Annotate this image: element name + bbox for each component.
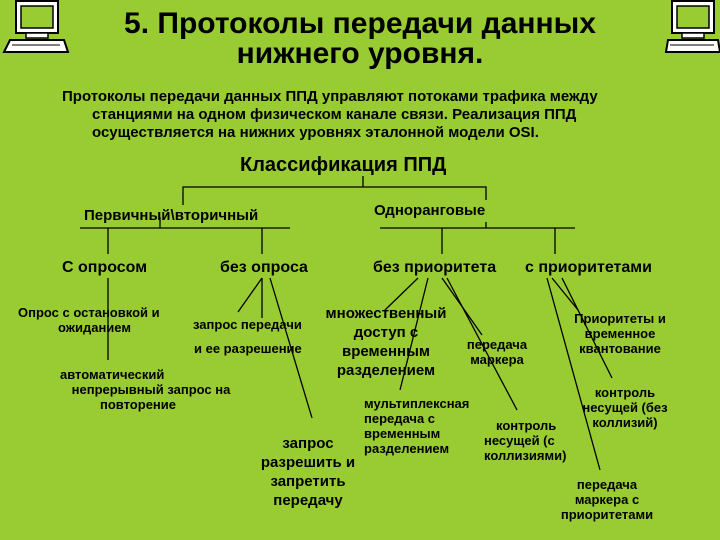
subcategory-with-priority: с приоритетами <box>525 259 652 276</box>
category-peer: Одноранговые <box>374 202 486 219</box>
leaf-tdma: множественный доступ с временным разделе… <box>325 305 447 379</box>
page-title-line1: 5. Протоколы передачи данных <box>124 7 596 40</box>
intro-paragraph: Протоколы передачи данных ППД управляют … <box>62 88 672 142</box>
computer-icon-right <box>664 0 720 53</box>
leaf-token: передача маркера <box>466 337 528 367</box>
leaf-carrier-no-collision: контроль несущей (без коллизий) <box>582 385 668 430</box>
leaf-priority-token: передача маркера с приоритетами <box>560 477 654 522</box>
leaf-transfer-request: запрос передачи <box>193 317 302 332</box>
leaf-permission: и ее разрешение <box>194 341 302 356</box>
page-title-line2: нижнего уровня. <box>236 37 484 70</box>
subcategory-no-polling: без опроса <box>220 259 308 276</box>
intro-line: станциями на одном физическом канале свя… <box>92 106 577 123</box>
computer-icon-left <box>2 0 70 53</box>
leaf-auto-repeat: автоматический непрерывный запрос на пов… <box>60 367 231 412</box>
leaf-priority-time: Приоритеты и временное квантование <box>574 311 666 356</box>
root-branch <box>182 186 487 205</box>
leaf-tdm: мультиплексная передача с временным разд… <box>364 396 470 456</box>
leaf-allow-deny: запрос разрешить и запретить передачу <box>260 435 356 509</box>
classification-heading: Классификация ППД <box>240 154 447 176</box>
leaf-stop-and-wait: Опрос с остановкой и ожиданием <box>18 305 160 335</box>
leaf-carrier-collision: контроль несущей (с коллизиями) <box>484 418 567 463</box>
intro-line: Протоколы передачи данных ППД управляют … <box>62 88 598 105</box>
subcategory-polling: С опросом <box>62 259 148 276</box>
subcategory-no-priority: без приоритета <box>373 259 497 276</box>
category-primary-secondary: Первичный\вторичный <box>84 207 259 224</box>
intro-line: осуществляется на нижних уровнях эталонн… <box>92 124 539 141</box>
